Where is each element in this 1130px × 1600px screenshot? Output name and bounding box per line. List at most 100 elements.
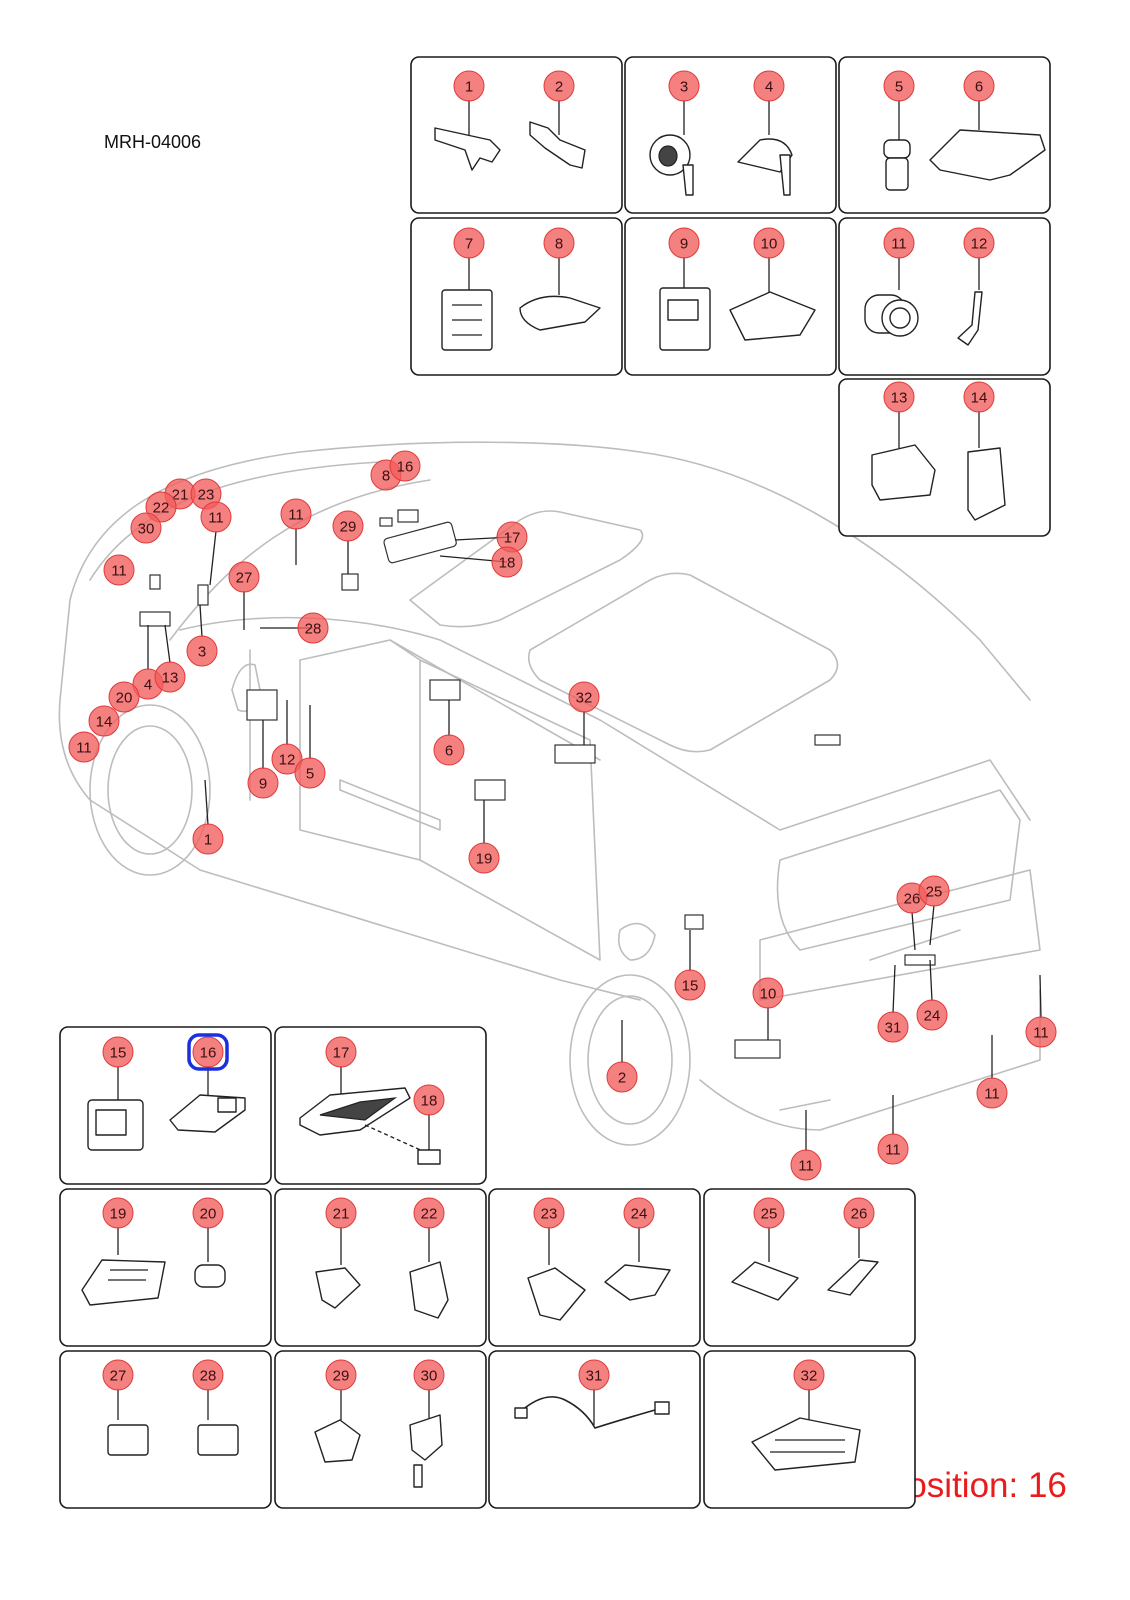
callout-circle (192, 1036, 224, 1068)
callout-11[interactable]: 11 (877, 1133, 909, 1165)
callout-label: 17 (333, 1045, 350, 1062)
callout-6[interactable]: 6 (963, 70, 995, 102)
callout-circle (102, 1359, 134, 1391)
callout-8[interactable]: 8 (543, 227, 575, 259)
callout-14[interactable]: 14 (963, 381, 995, 413)
callout-circle (877, 1011, 909, 1043)
callout-19[interactable]: 19 (468, 842, 500, 874)
callout-11[interactable]: 11 (1025, 1016, 1057, 1048)
callout-5[interactable]: 5 (294, 757, 326, 789)
callout-16[interactable]: 16 (389, 450, 421, 482)
callout-24[interactable]: 24 (916, 999, 948, 1031)
callout-21[interactable]: 21 (325, 1197, 357, 1229)
callout-27[interactable]: 27 (102, 1359, 134, 1391)
callout-11[interactable]: 11 (976, 1077, 1008, 1109)
callout-15[interactable]: 15 (674, 969, 706, 1001)
callout-circle (154, 661, 186, 693)
callout-20[interactable]: 20 (108, 681, 140, 713)
callout-label: 9 (680, 236, 688, 253)
part-drawings (81, 100, 1046, 1488)
callout-label: 15 (682, 978, 699, 995)
callout-circle (192, 823, 224, 855)
callout-label: 31 (885, 1020, 902, 1037)
callout-circle (297, 612, 329, 644)
callout-circle (918, 875, 950, 907)
callout-30[interactable]: 30 (413, 1359, 445, 1391)
callout-label: 1 (465, 79, 473, 96)
callout-29[interactable]: 29 (332, 510, 364, 542)
callout-circle (332, 510, 364, 542)
callout-label: 28 (305, 621, 322, 638)
callout-label: 9 (259, 776, 267, 793)
callout-1[interactable]: 1 (453, 70, 485, 102)
callout-circle (578, 1359, 610, 1391)
callout-label: 6 (975, 79, 983, 96)
callout-3[interactable]: 3 (186, 635, 218, 667)
callout-circle (228, 561, 260, 593)
callout-label: 30 (138, 521, 155, 538)
callout-18[interactable]: 18 (491, 546, 523, 578)
callout-3[interactable]: 3 (668, 70, 700, 102)
callout-11[interactable]: 11 (883, 227, 915, 259)
callout-11[interactable]: 11 (68, 731, 100, 763)
callout-5[interactable]: 5 (883, 70, 915, 102)
callout-label: 8 (555, 236, 563, 253)
callout-12[interactable]: 12 (963, 227, 995, 259)
callout-30[interactable]: 30 (130, 512, 162, 544)
callout-31[interactable]: 31 (877, 1011, 909, 1043)
callout-10[interactable]: 10 (753, 227, 785, 259)
callout-14[interactable]: 14 (88, 705, 120, 737)
callout-32[interactable]: 32 (568, 681, 600, 713)
callout-32[interactable]: 32 (793, 1359, 825, 1391)
callout-4[interactable]: 4 (753, 70, 785, 102)
callout-29[interactable]: 29 (325, 1359, 357, 1391)
callout-label: 16 (397, 459, 414, 476)
callout-13[interactable]: 13 (883, 381, 915, 413)
callout-23[interactable]: 23 (190, 478, 222, 510)
callout-circle (102, 1036, 134, 1068)
callout-circle (753, 227, 785, 259)
callout-circle (963, 381, 995, 413)
callout-27[interactable]: 27 (228, 561, 260, 593)
callout-13[interactable]: 13 (154, 661, 186, 693)
callout-18[interactable]: 18 (413, 1084, 445, 1116)
callout-circle (433, 734, 465, 766)
callout-22[interactable]: 22 (413, 1197, 445, 1229)
callout-11[interactable]: 11 (200, 501, 232, 533)
callout-11[interactable]: 11 (103, 554, 135, 586)
callout-label: 1 (204, 832, 212, 849)
callout-15[interactable]: 15 (102, 1036, 134, 1068)
callout-28[interactable]: 28 (192, 1359, 224, 1391)
callout-17[interactable]: 17 (325, 1036, 357, 1068)
callout-19[interactable]: 19 (102, 1197, 134, 1229)
callout-9[interactable]: 9 (668, 227, 700, 259)
callout-2[interactable]: 2 (606, 1061, 638, 1093)
callout-20[interactable]: 20 (192, 1197, 224, 1229)
callout-25[interactable]: 25 (918, 875, 950, 907)
callout-16[interactable]: 16 (187, 1033, 229, 1071)
callout-label: 12 (971, 236, 988, 253)
callout-24[interactable]: 24 (623, 1197, 655, 1229)
callout-12[interactable]: 12 (271, 743, 303, 775)
callout-9[interactable]: 9 (247, 767, 279, 799)
callout-circle (623, 1197, 655, 1229)
callout-10[interactable]: 10 (752, 977, 784, 1009)
callout-23[interactable]: 23 (533, 1197, 565, 1229)
callout-label: 23 (541, 1206, 558, 1223)
callout-2[interactable]: 2 (543, 70, 575, 102)
callout-11[interactable]: 11 (790, 1149, 822, 1181)
callout-28[interactable]: 28 (297, 612, 329, 644)
callout-circle (543, 227, 575, 259)
callout-label: 11 (891, 236, 907, 253)
callout-label: 11 (885, 1142, 901, 1159)
callout-25[interactable]: 25 (753, 1197, 785, 1229)
callout-31[interactable]: 31 (578, 1359, 610, 1391)
callout-7[interactable]: 7 (453, 227, 485, 259)
callout-6[interactable]: 6 (433, 734, 465, 766)
callout-26[interactable]: 26 (843, 1197, 875, 1229)
callout-label: 5 (895, 79, 903, 96)
callout-11[interactable]: 11 (280, 498, 312, 530)
callout-1[interactable]: 1 (192, 823, 224, 855)
callout-label: 26 (904, 891, 921, 908)
